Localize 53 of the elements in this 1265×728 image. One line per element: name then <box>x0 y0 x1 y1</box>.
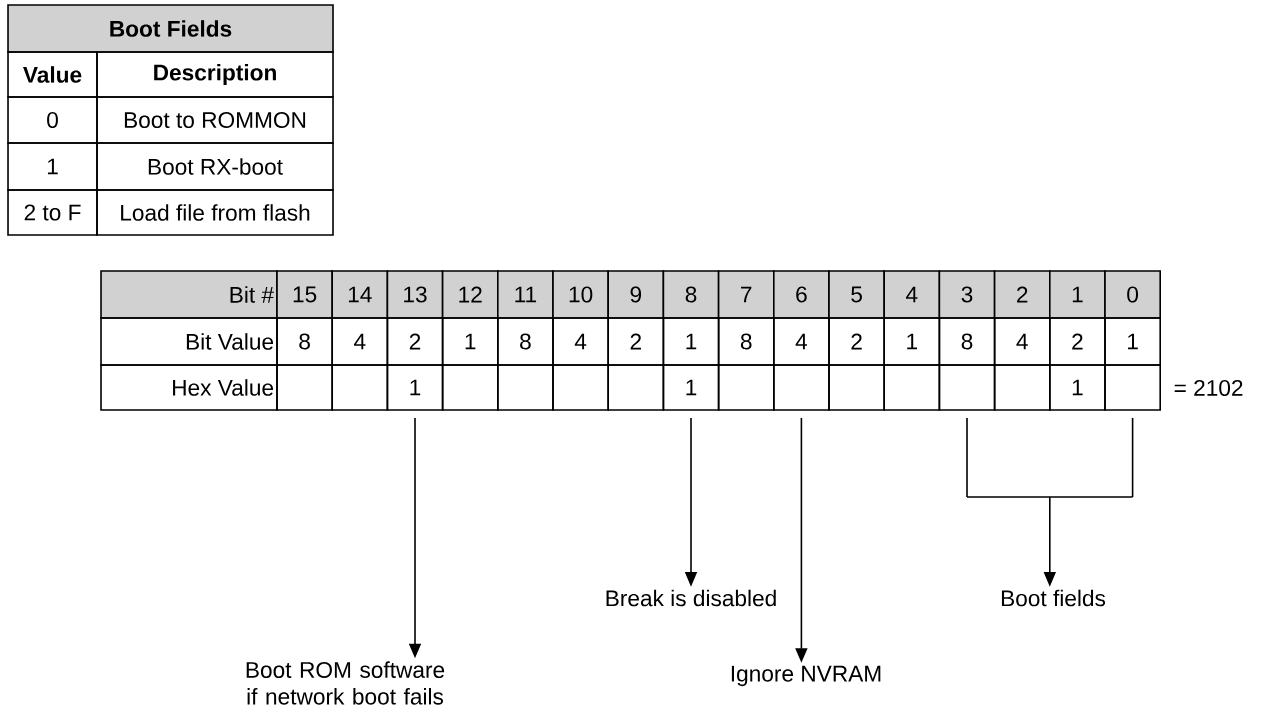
table-cell: 2 to F <box>7 189 98 236</box>
header-cell: 6 <box>773 270 830 319</box>
table-cell: Bit Value <box>100 317 278 366</box>
table-cell: Hex Value <box>100 364 278 411</box>
header-cell: 7 <box>717 270 775 319</box>
header-cell: 4 <box>883 270 941 319</box>
table-cell: 8 <box>276 317 333 366</box>
table-cell: 2 <box>386 317 444 366</box>
table-cell: 1 <box>1104 317 1161 366</box>
table-cell: Boot to ROMMON <box>96 96 334 144</box>
header-cell: 1 <box>1049 270 1106 319</box>
header-cell: 8 <box>662 270 720 319</box>
header-cell: 0 <box>1104 270 1161 319</box>
table-cell: Load file from flash <box>96 189 334 236</box>
empty-cell <box>938 364 996 411</box>
table-cell: 8 <box>717 317 775 366</box>
header-cell: 12 <box>441 270 499 319</box>
annotation-text: Break is disabled <box>606 589 776 607</box>
header-cell: 5 <box>828 270 885 319</box>
table-cell: Value <box>7 51 98 98</box>
table-cell: Boot RX-boot <box>96 142 334 191</box>
header-cell: 14 <box>331 270 389 319</box>
table-cell: 4 <box>993 317 1051 366</box>
annotation-text: Boot fields <box>1001 589 1106 607</box>
table-cell: 2 <box>828 317 885 366</box>
table-cell: 1 <box>662 317 720 366</box>
header-cell: 3 <box>938 270 996 319</box>
annotation-text: Ignore NVRAM <box>731 665 881 687</box>
table-cell: 2 <box>1049 317 1106 366</box>
table-cell: 1 <box>7 142 98 191</box>
table-cell: 2 <box>607 317 665 366</box>
table-cell: 8 <box>938 317 996 366</box>
table-cell: 4 <box>773 317 830 366</box>
header-cell: 10 <box>552 270 609 319</box>
table-cell: 0 <box>7 96 98 144</box>
header-cell: 2 <box>993 270 1051 319</box>
table-cell: Description <box>96 51 334 98</box>
table-cell: 1 <box>441 317 499 366</box>
header-cell: Boot Fields <box>7 4 334 53</box>
header-cell: 11 <box>497 270 554 319</box>
table-cell: 1 <box>883 317 941 366</box>
annotation-text: Boot ROM software if network boot fails <box>246 661 445 705</box>
empty-cell <box>1104 364 1161 411</box>
header-cell: 9 <box>607 270 665 319</box>
header-cell: 15 <box>276 270 333 319</box>
header-cell: 13 <box>386 270 444 319</box>
table-cell: 1 <box>386 364 444 411</box>
table-cell: 1 <box>1049 364 1106 411</box>
table-cell: 4 <box>552 317 609 366</box>
empty-cell <box>773 364 830 411</box>
table-cell: 8 <box>497 317 554 366</box>
table-cell: 1 <box>662 364 720 411</box>
table-cell: 4 <box>331 317 389 366</box>
